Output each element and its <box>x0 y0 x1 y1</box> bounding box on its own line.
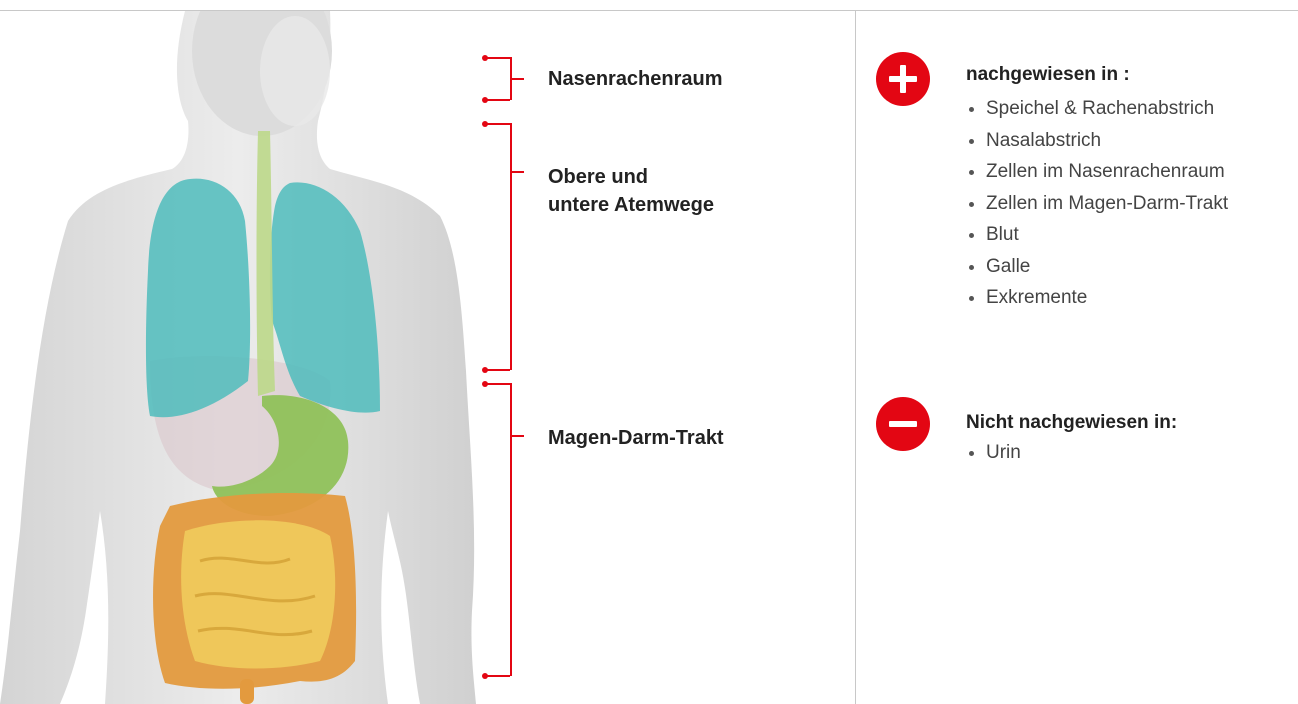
negative-list: Urin <box>966 437 1021 469</box>
plus-icon <box>876 52 930 106</box>
list-item: Urin <box>966 437 1021 469</box>
region-label-atemwege-line2: untere Atemwege <box>548 191 714 219</box>
negative-heading: Nicht nachgewiesen in: <box>966 412 1177 434</box>
region-label-atemwege: Obere und untere Atemwege <box>548 163 714 219</box>
face-shadow <box>260 16 330 126</box>
appendix <box>240 679 254 704</box>
list-item: Blut <box>966 219 1228 251</box>
region-label-magen-darm-trakt: Magen-Darm-Trakt <box>548 424 724 452</box>
column-divider <box>855 10 856 704</box>
list-item: Galle <box>966 251 1228 283</box>
human-torso-illustration <box>0 11 480 704</box>
list-item: Nasalabstrich <box>966 125 1228 157</box>
left-lung <box>146 179 250 418</box>
list-item: Zellen im Nasenrachenraum <box>966 156 1228 188</box>
list-item: Speichel & Rachenabstrich <box>966 93 1228 125</box>
list-item: Zellen im Magen-Darm-Trakt <box>966 188 1228 220</box>
positive-heading: nachgewiesen in : <box>966 64 1130 86</box>
minus-icon <box>876 397 930 451</box>
list-item: Exkremente <box>966 282 1228 314</box>
positive-list: Speichel & Rachenabstrich Nasalabstrich … <box>966 93 1228 314</box>
region-label-nasenrachenraum: Nasenrachenraum <box>548 65 723 93</box>
region-label-atemwege-line1: Obere und <box>548 163 714 191</box>
